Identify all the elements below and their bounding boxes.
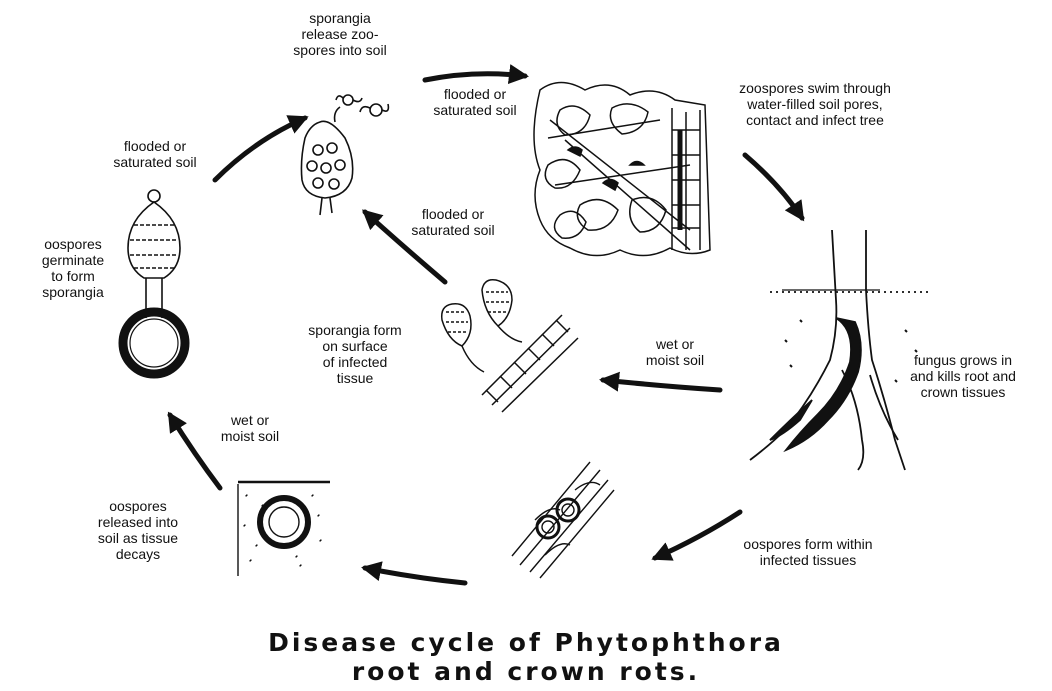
arrow-soil-to-tree [745, 155, 802, 218]
label-line: release zoo- [270, 26, 410, 42]
title-line-2: root and crown rots. [0, 657, 1052, 686]
label-oospores-released: oospores released into soil as tissue de… [78, 498, 198, 562]
sporangia-on-tissue-drawing [442, 280, 578, 412]
label-line: fungus grows in [898, 352, 1028, 368]
label-line: flooded or [398, 206, 508, 222]
oospore-germinating-drawing [123, 190, 185, 374]
label-line: infected tissues [728, 552, 888, 568]
label-sporangia-release: sporangia release zoo- spores into soil [270, 10, 410, 58]
label-line: released into [78, 514, 198, 530]
label-flooded-top: flooded or saturated soil [420, 86, 530, 118]
label-fungus-grows: fungus grows in and kills root and crown… [898, 352, 1028, 400]
label-sporangia-form: sporangia form on surface of infected ti… [300, 322, 410, 386]
arrow-oospores-to-soil [365, 568, 465, 583]
label-line: contact and infect tree [720, 112, 910, 128]
label-line: flooded or [420, 86, 530, 102]
label-line: saturated soil [100, 154, 210, 170]
label-line: oospores [78, 498, 198, 514]
label-line: soil as tissue [78, 530, 198, 546]
arrow-release-to-soil [425, 74, 525, 80]
label-line: saturated soil [420, 102, 530, 118]
title-line-1: Disease cycle of Phytophthora [0, 628, 1052, 657]
label-line: oospores [28, 236, 118, 252]
label-line: flooded or [100, 138, 210, 154]
label-line: moist soil [210, 428, 290, 444]
label-line: water-filled soil pores, [720, 96, 910, 112]
label-line: and kills root and [898, 368, 1028, 384]
label-oospores-form: oospores form within infected tissues [728, 536, 888, 568]
label-line: tissue [300, 370, 410, 386]
label-line: wet or [635, 336, 715, 352]
infected-tree-drawing [750, 230, 930, 470]
label-line: decays [78, 546, 198, 562]
arrow-germinate-to-release [215, 118, 305, 180]
label-line: to form [28, 268, 118, 284]
label-oospores-germinate: oospores germinate to form sporangia [28, 236, 118, 300]
label-line: sporangia [28, 284, 118, 300]
label-flooded-center: flooded or saturated soil [398, 206, 508, 238]
label-line: crown tissues [898, 384, 1028, 400]
label-line: of infected [300, 354, 410, 370]
oospores-in-tissue-drawing [512, 462, 614, 578]
infected-root-soil-drawing [534, 83, 710, 256]
label-line: germinate [28, 252, 118, 268]
label-line: moist soil [635, 352, 715, 368]
label-line: zoospores swim through [720, 80, 910, 96]
label-line: oospores form within [728, 536, 888, 552]
label-wet-moist-left: wet or moist soil [210, 412, 290, 444]
arrow-tree-to-tissue [603, 380, 720, 390]
diagram-title: Disease cycle of Phytophthora root and c… [0, 628, 1052, 686]
sporangium-release-drawing [301, 95, 388, 215]
label-line: wet or [210, 412, 290, 428]
label-line: saturated soil [398, 222, 508, 238]
label-wet-moist-right: wet or moist soil [635, 336, 715, 368]
label-line: sporangia [270, 10, 410, 26]
label-flooded-left: flooded or saturated soil [100, 138, 210, 170]
label-line: sporangia form [300, 322, 410, 338]
label-zoospores-swim: zoospores swim through water-filled soil… [720, 80, 910, 128]
label-line: on surface [300, 338, 410, 354]
label-line: spores into soil [270, 42, 410, 58]
oospore-in-soil-drawing [238, 482, 330, 576]
